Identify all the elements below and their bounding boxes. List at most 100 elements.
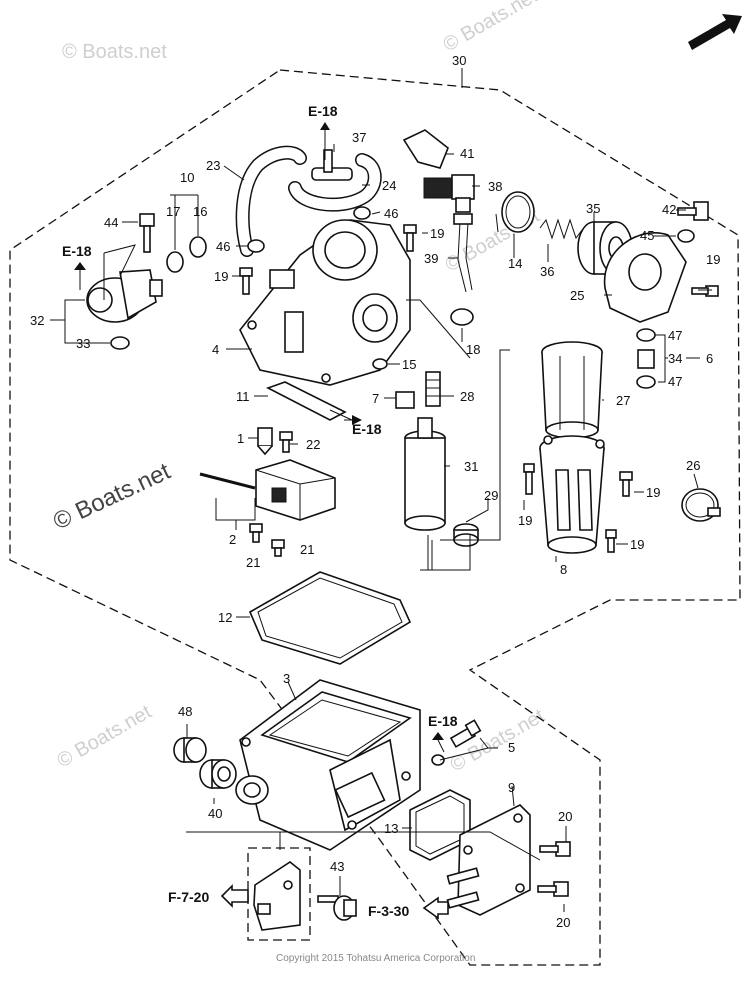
callout-number: 19 (518, 513, 532, 528)
ref-label-e18: E-18 (308, 103, 338, 119)
callout-number: 18 (466, 342, 480, 357)
spring-part (539, 218, 583, 240)
callout-number: 7 (372, 391, 379, 406)
callout-number: 19 (646, 485, 660, 500)
callout-number: 12 (218, 610, 232, 625)
ref-arrow-icon (320, 122, 330, 130)
bolt-part (139, 213, 155, 253)
front-direction-arrow: FR. (684, 14, 742, 50)
callout-number: 43 (330, 859, 344, 874)
callout-number: 6 (706, 351, 713, 366)
pump-holder-part (541, 341, 603, 439)
callout-number: 34 (668, 351, 682, 366)
callout-number: 30 (452, 53, 466, 68)
callout-number: 15 (402, 357, 416, 372)
bolt-part (677, 201, 709, 221)
screw-part (691, 285, 719, 297)
callout-number: 8 (560, 562, 567, 577)
callout-number: 41 (460, 146, 474, 161)
callout-number: 32 (30, 313, 44, 328)
callout-number: 9 (508, 780, 515, 795)
assembly-boundary (9, 69, 741, 966)
o-ring-part (636, 328, 656, 342)
callout-number: 21 (246, 555, 260, 570)
hose-joint-part (311, 149, 353, 181)
fuel-pump-part (404, 417, 446, 531)
washer-part (189, 236, 207, 258)
callout-number: 11 (236, 389, 250, 404)
washer-part (166, 251, 184, 273)
ref-arrow-icon (432, 732, 444, 740)
callout-number: 35 (586, 201, 600, 216)
gasket-part (265, 381, 347, 421)
callout-number: 40 (208, 806, 222, 821)
ref-arrow-icon (74, 262, 86, 270)
filter-sock-part (453, 523, 479, 547)
separator-cover-part (239, 219, 411, 386)
screw-part (619, 471, 633, 497)
callout-number: 48 (178, 704, 192, 719)
watermark-text: © Boats.net (440, 0, 542, 56)
screw-part (403, 224, 417, 252)
o-ring-part (450, 308, 474, 326)
callout-number: 16 (193, 204, 207, 219)
callout-number: 29 (484, 488, 498, 503)
bolt-part (539, 841, 571, 857)
o-ring-part (636, 375, 656, 389)
ref-label-e18: E-18 (428, 713, 458, 729)
callout-number: 4 (212, 342, 219, 357)
sub-assembly-box (247, 847, 311, 941)
watermark-text-bold: © Boats.net (49, 458, 175, 536)
callout-number: 22 (306, 437, 320, 452)
o-ring-part (501, 191, 535, 233)
clip-part (353, 206, 371, 220)
callout-number: 19 (706, 252, 720, 267)
callout-number: 20 (556, 915, 570, 930)
terminal-part (395, 391, 415, 409)
bolt-part (317, 895, 357, 921)
screw-part (279, 431, 293, 453)
ref-arrow-icon (352, 415, 362, 425)
callout-number: 26 (686, 458, 700, 473)
callout-number: 19 (430, 226, 444, 241)
callout-number: 37 (352, 130, 366, 145)
callout-number: 20 (558, 809, 572, 824)
callout-number: 28 (460, 389, 474, 404)
callout-number: 23 (206, 158, 220, 173)
ref-label-f330: F-3-30 (368, 903, 409, 919)
harness-connector-part (453, 213, 473, 225)
bolt-part (537, 881, 569, 897)
screw-part (239, 267, 253, 295)
valve-part (637, 349, 655, 369)
screw-part (271, 539, 285, 557)
callout-number: 47 (668, 328, 682, 343)
o-ring-part (372, 358, 388, 370)
watermark-text: © Boats.net (62, 41, 167, 63)
harness-part (457, 221, 473, 293)
ref-label-e18: E-18 (352, 421, 382, 437)
clip-part (247, 239, 265, 253)
band-part (681, 488, 721, 522)
callout-number: 31 (464, 459, 478, 474)
level-sensor-part (199, 459, 336, 521)
o-ring-part (431, 754, 445, 766)
callout-number: 17 (166, 204, 180, 219)
callout-number: 36 (540, 264, 554, 279)
callout-number: 39 (424, 251, 438, 266)
leader-lines (186, 681, 567, 912)
ref-label-f720: F-7-20 (168, 889, 209, 905)
ref-arrow-icon (220, 884, 249, 908)
callout-number: 44 (104, 215, 118, 230)
callout-number: 45 (640, 228, 654, 243)
ref-arrow-icon (422, 896, 449, 920)
filter-cover-part (603, 232, 687, 323)
callout-number: 24 (382, 178, 396, 193)
sensor-part (423, 174, 475, 213)
callout-number: 47 (668, 374, 682, 389)
screw-part (523, 463, 535, 495)
watermark-text: © Boats.net (54, 701, 156, 773)
drain-screw-part (449, 719, 482, 748)
callout-number: 19 (630, 537, 644, 552)
callout-number: 33 (76, 336, 90, 351)
